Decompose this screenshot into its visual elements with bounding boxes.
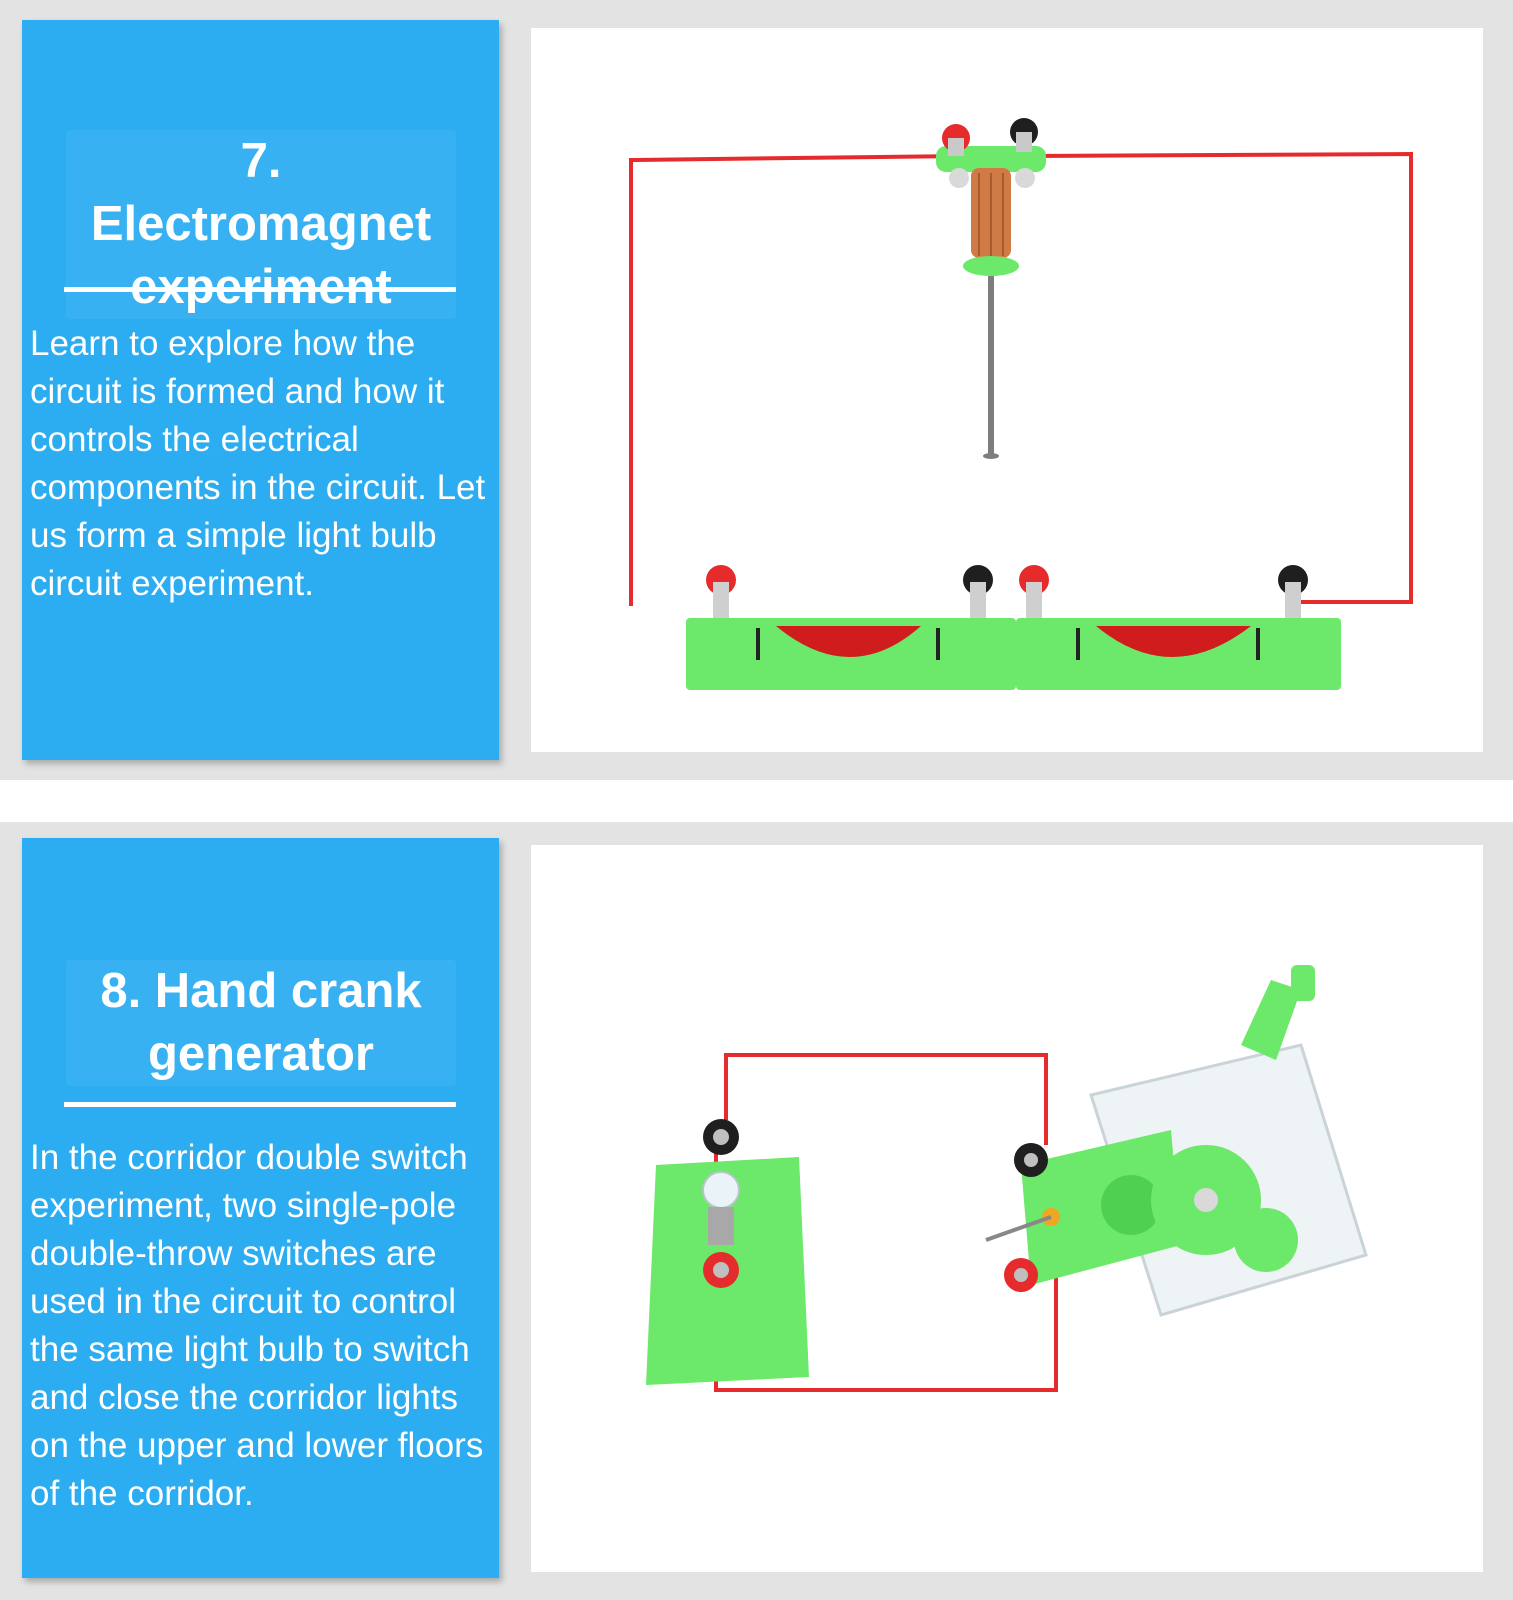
section-description: Learn to explore how the circuit is form… xyxy=(30,324,486,603)
section-description: In the corridor double switch experiment… xyxy=(30,1138,484,1513)
title-divider xyxy=(64,287,456,292)
electromagnet-circuit-photo xyxy=(531,28,1483,752)
info-panel-electromagnet: 7. Electromagnet experiment Learn to exp… xyxy=(22,20,499,760)
hand-crank-generator-photo xyxy=(531,845,1483,1572)
section-title: 8. Hand crank generator xyxy=(66,960,456,1086)
title-divider xyxy=(64,1102,456,1107)
info-panel-hand-crank-generator: 8. Hand crank generator In the corridor … xyxy=(22,838,499,1578)
